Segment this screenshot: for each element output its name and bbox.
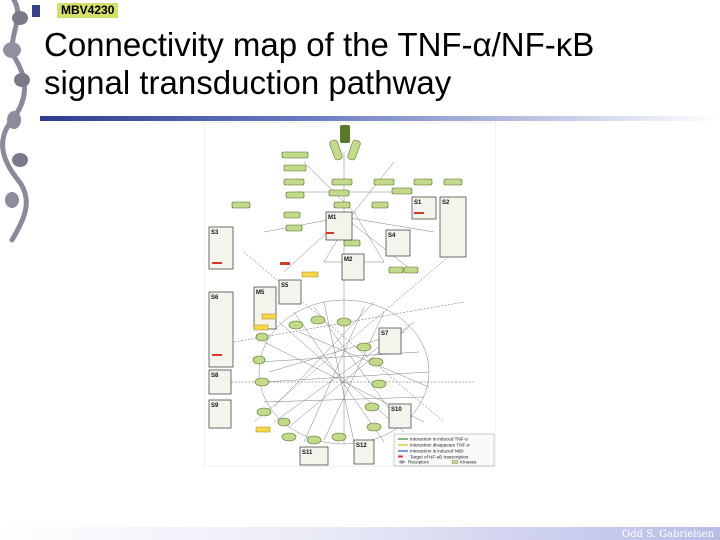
course-code: MBV4230 — [57, 3, 119, 18]
module-s12 — [353, 439, 375, 465]
module-m1 — [325, 211, 353, 241]
svg-text:M5: M5 — [256, 290, 265, 296]
legend-item-4: Target of NF-κB transcription — [410, 455, 469, 460]
svg-text:S9: S9 — [211, 403, 219, 409]
module-s2 — [439, 196, 467, 258]
legend-shape-1: Receptors — [408, 460, 430, 465]
legend-item-3: Interaction is induced NIBI — [410, 449, 464, 454]
module-s7 — [378, 327, 402, 355]
legend-shape-2: Kinases — [460, 460, 477, 465]
svg-text:S2: S2 — [442, 200, 450, 206]
node-tnf — [340, 125, 350, 143]
svg-text:M1: M1 — [328, 215, 337, 221]
decorative-left-rail — [0, 0, 40, 243]
footer-author: Odd S. Gabrielsen — [622, 529, 714, 540]
svg-text:S8: S8 — [211, 373, 219, 379]
title-line-2: signal transduction pathway — [44, 64, 452, 101]
ring-nodes — [252, 315, 387, 445]
svg-text:S12: S12 — [356, 443, 367, 449]
svg-text:S11: S11 — [302, 450, 313, 456]
red-target-labels — [212, 212, 424, 356]
connectivity-map-diagram: M1 S1 S2 S3 S4 M2 M5 S5 S6 S7 S8 S9 S10 … — [204, 122, 496, 467]
module-s5 — [278, 279, 302, 305]
dashed-links — [224, 251, 474, 423]
rail-ornament-squares — [32, 5, 40, 17]
title-rule — [40, 116, 720, 121]
svg-text:M2: M2 — [344, 257, 353, 263]
svg-text:S3: S3 — [211, 230, 219, 236]
svg-text:S4: S4 — [388, 233, 396, 239]
rail-ornament-beads — [3, 11, 30, 208]
slide-title: Connectivity map of the TNF-α/NF-κB sign… — [44, 26, 684, 102]
module-boxes — [208, 196, 467, 466]
legend: Interaction is induced TNF-α Interaction… — [393, 433, 495, 467]
module-s10 — [388, 403, 412, 429]
module-s8 — [208, 369, 232, 395]
legend-item-2: Interaction disappears TNF-α — [410, 443, 470, 448]
module-s11 — [299, 446, 329, 466]
svg-text:S7: S7 — [381, 331, 389, 337]
module-s9 — [208, 399, 232, 429]
module-s4 — [385, 229, 411, 257]
legend-item-1: Interaction is induced TNF-α — [410, 437, 468, 442]
bottom-rule — [0, 527, 720, 540]
title-line-1: Connectivity map of the TNF-α/NF-κB — [44, 26, 595, 63]
svg-text:S5: S5 — [281, 283, 289, 289]
svg-text:S6: S6 — [211, 295, 219, 301]
highlight-nodes — [253, 271, 319, 433]
module-m2 — [341, 253, 365, 281]
svg-text:S10: S10 — [391, 407, 402, 413]
svg-text:S1: S1 — [414, 200, 422, 206]
